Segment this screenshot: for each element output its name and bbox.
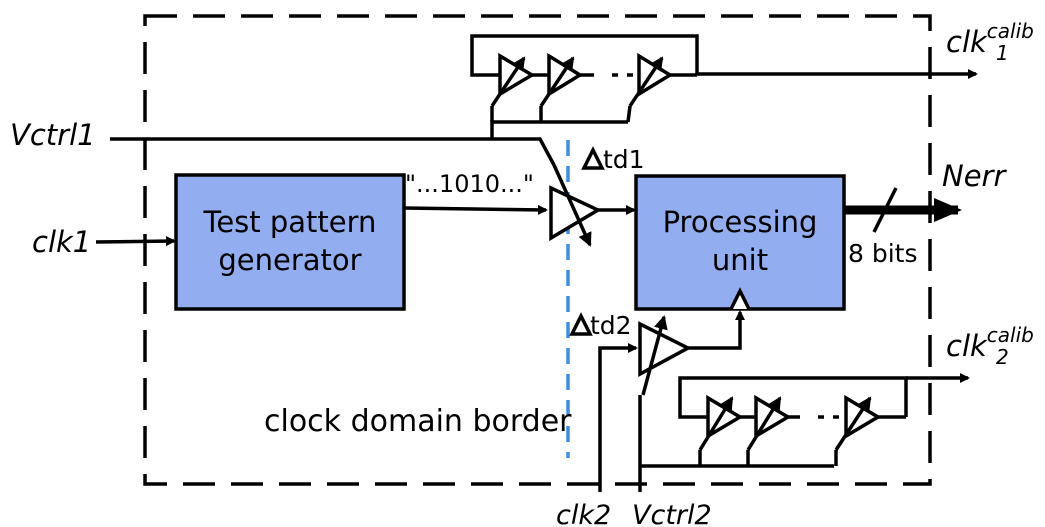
delta-td2-label: td2 — [569, 311, 632, 340]
clk-calib-2-subscript: 2 — [996, 345, 1009, 369]
nerr-label: Nerr — [942, 159, 1007, 193]
clk2-label: clk2 — [556, 500, 611, 527]
vctrl2-label: Vctrl2 — [632, 500, 712, 527]
clk2-wire — [598, 343, 638, 492]
clk-calib-2-label: clkcalib — [946, 323, 1034, 363]
delay2-to-processing-wire — [688, 310, 745, 350]
processing-unit-block: Processing unit — [634, 174, 846, 311]
clk1-label: clk1 — [32, 225, 91, 259]
delta-icon — [581, 146, 605, 170]
tpg-label-line2: generator — [218, 243, 361, 277]
clock-domain-border-label: clock domain border — [264, 404, 572, 439]
variable-delay-td1-icon — [549, 164, 602, 247]
svg-text:td2: td2 — [590, 311, 632, 340]
test-pattern-generator-block: Test pattern generator — [174, 173, 406, 311]
vctrl1-wire — [110, 137, 556, 166]
vctrl1-label: Vctrl1 — [10, 118, 96, 152]
test-pattern-label: "...1010..." — [405, 170, 534, 198]
delta-td1-label: td1 — [581, 145, 645, 174]
delta-icon — [569, 312, 593, 336]
clk-calib-1-label: clkcalib — [946, 19, 1034, 59]
processing-unit-label-line2: unit — [712, 243, 768, 277]
bus-slash — [872, 187, 898, 233]
pattern-wire — [403, 204, 548, 215]
tpg-label-line1: Test pattern — [203, 205, 377, 239]
variable-delay-td2-icon — [638, 315, 692, 396]
calibration-delay-chain-2 — [678, 376, 908, 466]
clk-calib-1-subscript: 1 — [996, 41, 1009, 65]
calibration-delay-chain-1 — [470, 34, 699, 139]
clk1-wire — [95, 236, 176, 247]
svg-text:td1: td1 — [603, 145, 645, 174]
processing-unit-label-line1: Processing — [663, 205, 818, 239]
bus-width-label: 8 bits — [848, 239, 918, 268]
processing-unit-clock-input-icon — [729, 287, 751, 310]
system-boundary — [143, 14, 932, 486]
